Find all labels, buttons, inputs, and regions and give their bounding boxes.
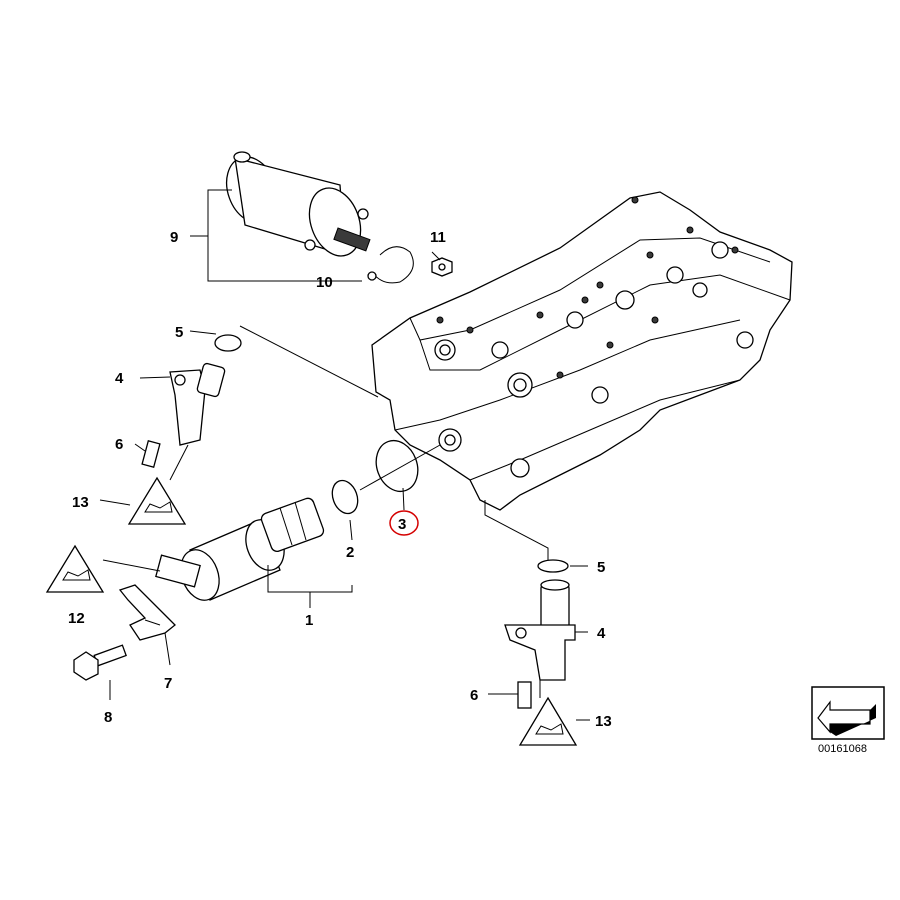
- solenoid-valve: [155, 497, 325, 601]
- lower-bolt: [517, 681, 532, 709]
- cylinder-head: [371, 191, 793, 511]
- lower-left-warning-triangle: [45, 544, 105, 593]
- callout-8: 8: [104, 709, 112, 726]
- hex-nut: [431, 257, 453, 277]
- upper-sensor: [169, 362, 226, 446]
- servo-motor: [225, 151, 371, 257]
- callout-3: 3: [398, 516, 406, 533]
- callout-13-upper: 13: [72, 494, 89, 511]
- bracket-bolt: [73, 644, 127, 681]
- highlight-circle: [389, 510, 419, 536]
- callout-9: 9: [170, 229, 178, 246]
- callout-10: 10: [316, 274, 333, 291]
- clamp-screw: [367, 271, 377, 281]
- callout-7: 7: [164, 675, 172, 692]
- callout-13-lower: 13: [595, 713, 612, 730]
- callout-2: 2: [346, 544, 354, 561]
- callout-5-lower: 5: [597, 559, 605, 576]
- callout-11: 11: [430, 229, 446, 246]
- callout-4-lower: 4: [597, 625, 606, 642]
- bracket: [118, 584, 176, 641]
- clamp-ring: [371, 246, 414, 284]
- solenoid-o-ring: [331, 479, 359, 515]
- upper-o-ring: [214, 334, 242, 352]
- callout-1: 1: [305, 612, 313, 629]
- callout-6-lower: 6: [470, 687, 478, 704]
- diagram-reference-icon: [811, 686, 885, 740]
- lower-o-ring: [537, 559, 569, 573]
- lower-warning-triangle: [518, 696, 578, 746]
- callout-4-upper: 4: [115, 370, 124, 387]
- upper-bolt: [141, 440, 161, 468]
- callout-12: 12: [68, 610, 85, 627]
- camshaft-bearings: [434, 241, 754, 478]
- callout-5-upper: 5: [175, 324, 183, 341]
- upper-warning-triangle: [127, 476, 187, 525]
- head-bolts: [436, 196, 739, 379]
- diagram-reference-code: 00161068: [818, 743, 867, 755]
- lower-sensor: [504, 579, 576, 681]
- callout-6-upper: 6: [115, 436, 123, 453]
- leader-lines: [99, 189, 590, 721]
